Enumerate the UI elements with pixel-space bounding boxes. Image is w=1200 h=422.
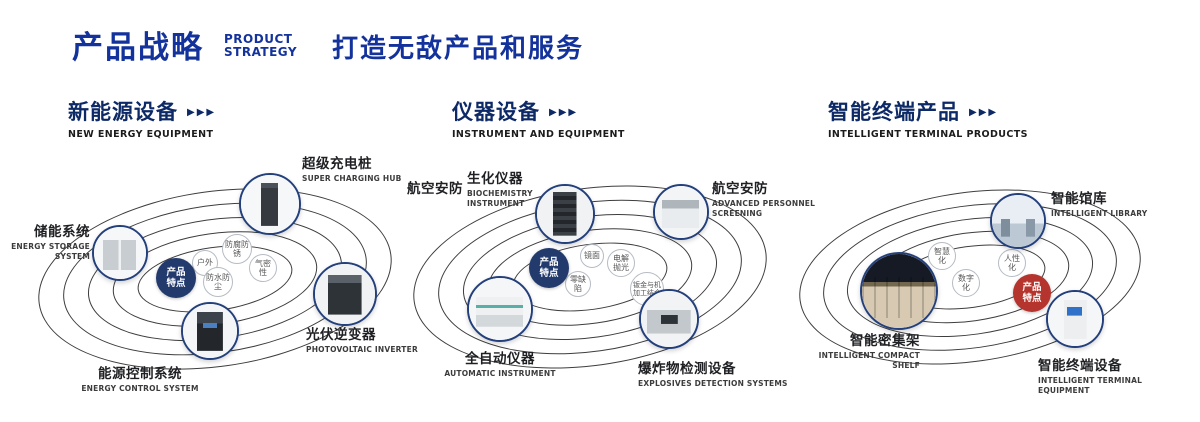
section-title-zh: 新能源设备 bbox=[68, 100, 178, 124]
product-circle-explosives-detection bbox=[639, 289, 699, 349]
product-label: 能源控制系统 ENERGY CONTROL SYSTEM bbox=[65, 362, 215, 394]
terminal-equipment-image bbox=[1048, 292, 1102, 346]
product-circle-biochemistry bbox=[535, 184, 595, 244]
feature-badge-label: 产品特点 bbox=[539, 256, 559, 279]
section-title-zh: 仪器设备 bbox=[452, 100, 540, 124]
product-label-en: INTELLIGENT TERMINAL EQUIPMENT bbox=[1038, 376, 1143, 395]
product-label-en: ENERGY CONTROL SYSTEM bbox=[81, 384, 199, 393]
product-label-en: SUPER CHARGING HUB bbox=[302, 174, 402, 183]
product-circle-energy-control bbox=[181, 302, 239, 360]
section-title-instrument: 仪器设备 ▶▶▶ INSTRUMENT AND EQUIPMENT bbox=[452, 96, 625, 140]
energy-storage-image bbox=[94, 227, 146, 279]
product-label: 超级充电桩 SUPER CHARGING HUB bbox=[302, 152, 432, 184]
section-title-zh: 智能终端产品 bbox=[828, 100, 960, 124]
product-circle-terminal-equipment bbox=[1046, 290, 1104, 348]
automatic-instrument-image bbox=[469, 278, 531, 340]
section-title-en: NEW ENERGY EQUIPMENT bbox=[68, 129, 214, 140]
section-title-terminal: 智能终端产品 ▶▶▶ INTELLIGENT TERMINAL PRODUCTS bbox=[828, 96, 1028, 140]
feature-bubble: 智慧化 bbox=[928, 242, 956, 270]
charging-hub-image bbox=[241, 175, 299, 233]
feature-badge-label: 产品特点 bbox=[1022, 281, 1042, 304]
feature-bubble: 防水防尘 bbox=[203, 267, 233, 297]
energy-control-image bbox=[183, 304, 237, 358]
product-label-zh: 能源控制系统 bbox=[98, 366, 182, 382]
triple-chevron-icon: ▶▶▶ bbox=[549, 107, 579, 118]
page-title-en-line1: PRODUCT bbox=[224, 32, 293, 46]
product-circle-pv-inverter bbox=[313, 262, 377, 326]
product-label-en: EXPLOSIVES DETECTION SYSTEMS bbox=[638, 379, 788, 388]
product-circle-personnel-screening bbox=[653, 184, 709, 240]
compact-shelf-image bbox=[862, 254, 936, 328]
product-label: 储能系统 ENERGY STORAGE SYSTEM bbox=[6, 220, 90, 262]
product-label-zh: 智能馆库 bbox=[1051, 191, 1107, 207]
page-title-en: PRODUCT STRATEGY bbox=[224, 33, 297, 59]
product-label: 光伏逆变器 PHOTOVOLTAIC INVERTER bbox=[306, 323, 431, 355]
product-label-zh: 超级充电桩 bbox=[302, 156, 372, 172]
page-title: 产品战略 bbox=[72, 30, 204, 66]
product-label-en: AUTOMATIC INSTRUMENT bbox=[444, 369, 556, 378]
feature-bubble: 人性化 bbox=[998, 249, 1026, 277]
aviation-security-label: 航空安防 bbox=[407, 181, 463, 197]
pv-inverter-image bbox=[315, 264, 375, 324]
explosives-detection-image bbox=[641, 291, 697, 347]
page-slogan: 打造无敌产品和服务 bbox=[332, 34, 585, 64]
intelligent-library-image bbox=[992, 195, 1044, 247]
product-label-zh: 光伏逆变器 bbox=[306, 327, 376, 343]
product-label-en: PHOTOVOLTAIC INVERTER bbox=[306, 345, 418, 354]
triple-chevron-icon: ▶▶▶ bbox=[969, 107, 999, 118]
product-label: 智能密集架 INTELLIGENT COMPACT SHELF bbox=[808, 329, 920, 371]
personnel-screening-image bbox=[655, 186, 707, 238]
feature-bubble: 数字化 bbox=[952, 269, 980, 297]
product-label-zh: 全自动仪器 bbox=[465, 351, 535, 367]
product-label: 智能终端设备 INTELLIGENT TERMINAL EQUIPMENT bbox=[1038, 354, 1193, 396]
product-label-zh: 生化仪器 bbox=[467, 171, 523, 187]
product-circle-charging-hub bbox=[239, 173, 301, 235]
product-label: 智能馆库 INTELLIGENT LIBRARY bbox=[1051, 187, 1171, 219]
product-circle-automatic-instrument bbox=[467, 276, 533, 342]
feature-badge: 产品特点 bbox=[529, 248, 569, 288]
product-circle-compact-shelf bbox=[860, 252, 938, 330]
product-circle-energy-storage bbox=[92, 225, 148, 281]
product-label-en: BIOCHEMISTRY INSTRUMENT bbox=[467, 189, 533, 208]
section-title-en: INSTRUMENT AND EQUIPMENT bbox=[452, 129, 625, 140]
section-title-new-energy: 新能源设备 ▶▶▶ NEW ENERGY EQUIPMENT bbox=[68, 96, 216, 140]
product-label: 航空安防 ADVANCED PERSONNEL SCREENING bbox=[712, 177, 827, 219]
page-title-en-line2: STRATEGY bbox=[224, 45, 298, 59]
product-label-zh: 智能密集架 bbox=[850, 333, 920, 349]
product-circle-intelligent-library bbox=[990, 193, 1046, 249]
biochemistry-instrument-image bbox=[537, 186, 593, 242]
feature-bubble: 气密性 bbox=[249, 254, 277, 282]
product-label-zh: 爆炸物检测设备 bbox=[638, 361, 736, 377]
product-label: 全自动仪器 AUTOMATIC INSTRUMENT bbox=[430, 347, 570, 379]
product-label-en: INTELLIGENT LIBRARY bbox=[1051, 209, 1148, 218]
section-title-en: INTELLIGENT TERMINAL PRODUCTS bbox=[828, 129, 1028, 140]
feature-bubble: 电解抛光 bbox=[607, 249, 635, 277]
product-label: 爆炸物检测设备 EXPLOSIVES DETECTION SYSTEMS bbox=[638, 357, 808, 389]
product-label-zh: 储能系统 bbox=[34, 224, 90, 240]
product-label-zh: 航空安防 bbox=[712, 181, 768, 197]
product-label-en: ENERGY STORAGE SYSTEM bbox=[11, 242, 90, 261]
feature-badge: 产品特点 bbox=[1013, 274, 1051, 312]
feature-badge: 产品特点 bbox=[156, 258, 196, 298]
feature-badge-label: 产品特点 bbox=[166, 266, 186, 289]
product-label-zh: 智能终端设备 bbox=[1038, 358, 1122, 374]
feature-bubble: 零缺陷 bbox=[565, 271, 591, 297]
feature-bubble: 镜面 bbox=[580, 244, 604, 268]
product-label-en: INTELLIGENT COMPACT SHELF bbox=[818, 351, 920, 370]
product-label: 生化仪器 BIOCHEMISTRY INSTRUMENT bbox=[467, 167, 562, 209]
triple-chevron-icon: ▶▶▶ bbox=[187, 107, 217, 118]
feature-bubble: 防腐防锈 bbox=[222, 234, 252, 264]
product-label-en: ADVANCED PERSONNEL SCREENING bbox=[712, 199, 816, 218]
